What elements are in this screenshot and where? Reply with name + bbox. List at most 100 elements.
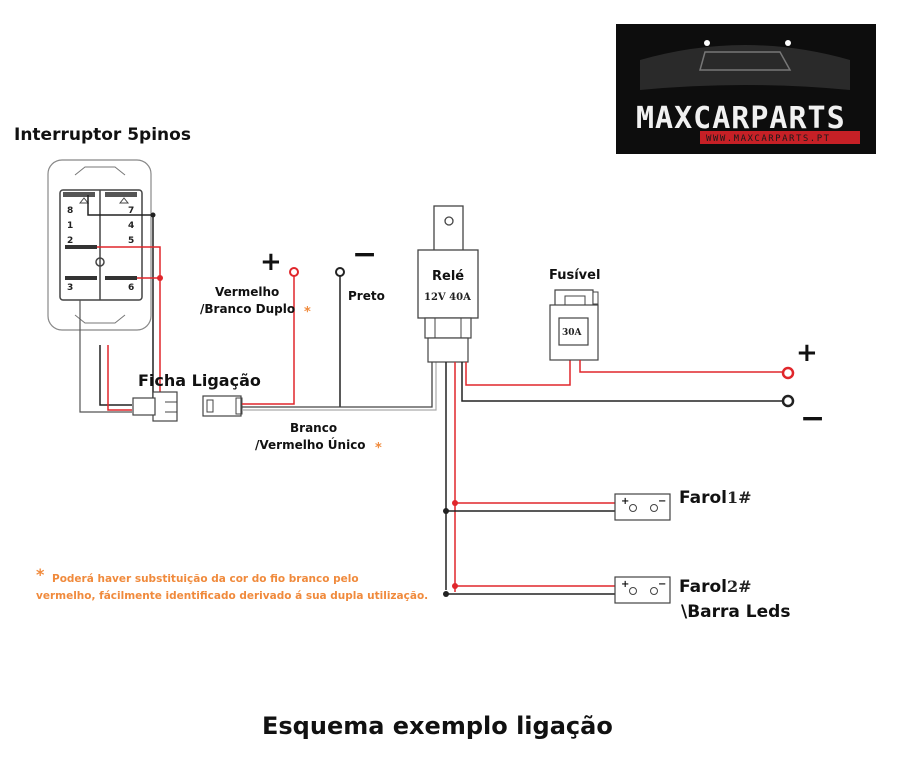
- rocker-switch: 8 1 2 3 7 4 5 6: [47, 159, 152, 331]
- pin-1: 1: [67, 221, 73, 231]
- battery-negative-terminal: [781, 394, 795, 408]
- wire-red-label-alt: /Branco Duplo: [200, 302, 295, 316]
- relay-label: Relé: [432, 269, 464, 284]
- arrow-up-icon: [78, 197, 90, 204]
- switch-wiring: [79, 195, 163, 420]
- logo-url: WWW.MAXCARPARTS.PT: [706, 134, 831, 144]
- fuse-rating: 30A: [562, 328, 583, 338]
- switch-contact-2: [65, 245, 97, 249]
- wire-signal-label: Branco: [290, 421, 337, 435]
- lamp2-number: 2#: [727, 577, 752, 596]
- wire-signal-label-alt: /Vermelho Único: [255, 437, 366, 452]
- fuse-window: [564, 295, 586, 306]
- battery-minus-symbol: −: [800, 401, 825, 436]
- relay-rating: 12V 40A: [424, 292, 471, 303]
- switch-contact-top-left: [63, 192, 95, 197]
- note-line-1: Poderá haver substituição da cor do fio …: [52, 573, 359, 585]
- lamp2-minus: −: [658, 579, 666, 590]
- switch-body: [59, 189, 143, 301]
- note-asterisk-icon: *: [36, 565, 45, 584]
- lamp2-plus: +: [621, 579, 629, 590]
- pin-3: 3: [67, 283, 73, 293]
- lamp2-pin: [650, 587, 658, 595]
- lamp-2: + − Farol2# \Barra Leds: [443, 576, 790, 622]
- wire-black-connector: [99, 345, 132, 406]
- lamp1-plus: +: [621, 496, 629, 507]
- wire-red-battery: [579, 360, 783, 373]
- car-silhouette: [640, 45, 850, 90]
- pin-7: 7: [128, 206, 134, 216]
- lamp2-connector: [614, 576, 671, 604]
- socket-detail: [235, 397, 243, 415]
- lamp2-label: Farol2#: [679, 577, 752, 597]
- switch-clip-top: [74, 166, 126, 176]
- plug-body: [152, 391, 178, 422]
- wire-grey-connector: [79, 300, 132, 413]
- asterisk-icon: *: [375, 441, 382, 456]
- pin-6: 6: [128, 283, 134, 293]
- asterisk-icon: *: [304, 305, 311, 320]
- switch-pivot: [95, 257, 105, 267]
- arrow-up-icon: [118, 197, 130, 204]
- battery-positive-terminal: [781, 366, 795, 380]
- connector-plug-male: [132, 391, 178, 422]
- plug-tip: [132, 397, 156, 416]
- logo-url-bar: [700, 131, 860, 144]
- relay-base: [424, 317, 472, 339]
- junction-dot: [150, 212, 156, 218]
- pin-2: 2: [67, 236, 73, 246]
- fuse-label-panel: [558, 317, 589, 346]
- lamp1-connector: [614, 493, 671, 521]
- ring-terminal-red: [289, 267, 299, 277]
- lamp1-number: 1#: [727, 488, 752, 507]
- relay-body: [417, 249, 479, 319]
- wire-black-battery: [461, 362, 783, 402]
- relay-socket: [427, 337, 469, 363]
- maxcarparts-logo: MAXCARPARTS WWW.MAXCARPARTS.PT: [616, 24, 876, 154]
- pin-4: 4: [128, 221, 134, 231]
- lamp2-sublabel: \Barra Leds: [681, 602, 790, 622]
- wire-signal-outer: [242, 362, 433, 408]
- fuse-label: Fusível: [549, 268, 600, 283]
- wire-red-connector: [107, 345, 132, 411]
- car-grille: [699, 51, 792, 71]
- pin-5: 5: [128, 236, 134, 246]
- lamp1-label-text: Farol: [679, 488, 727, 508]
- wire-black-switch: [87, 195, 154, 412]
- connector-plug-female: [202, 395, 243, 417]
- lamp1-pin: [650, 504, 658, 512]
- socket-body: [202, 395, 242, 417]
- ring-terminal-black: [335, 267, 345, 277]
- battery-plus-symbol: +: [796, 338, 818, 368]
- wire-signal-inner: [242, 362, 437, 411]
- switch-plus-symbol: +: [260, 247, 282, 277]
- lamp-1: + − Farol1#: [443, 488, 752, 521]
- relay-tab: [433, 205, 464, 252]
- connector-label: Ficha Ligação: [138, 371, 261, 390]
- pin-8: 8: [67, 206, 73, 216]
- socket-detail: [206, 399, 214, 413]
- note-line-2: vermelho, fácilmente identificado deriva…: [36, 590, 428, 602]
- wire-red-label: Vermelho: [215, 285, 279, 299]
- lamp1-label: Farol1#: [679, 488, 752, 508]
- fuse: 30A: [549, 289, 599, 361]
- wire-red-switch-power: [242, 276, 295, 405]
- switch-contact-top-right: [105, 192, 137, 197]
- switch-minus-symbol: −: [352, 237, 377, 272]
- logo-brand: MAXCARPARTS: [636, 101, 846, 136]
- switch-label: Interruptor 5pinos: [14, 125, 191, 145]
- lamp1-pin: [629, 504, 637, 512]
- wire-red-switch-5: [97, 246, 161, 420]
- lamp2-pin: [629, 587, 637, 595]
- switch-contact-6: [105, 276, 137, 280]
- wire-black-label: Preto: [348, 289, 385, 303]
- diagram-title: Esquema exemplo ligação: [262, 712, 613, 740]
- car-headlight-right: [785, 40, 791, 46]
- lamp2-label-text: Farol: [679, 577, 727, 597]
- switch-contact-3: [65, 276, 97, 280]
- relay: Relé 12V 40A: [417, 205, 479, 363]
- relay-mount-hole: [444, 216, 454, 226]
- fuse-cap-tab: [592, 291, 599, 305]
- wire-red-relay-fuse: [465, 360, 571, 386]
